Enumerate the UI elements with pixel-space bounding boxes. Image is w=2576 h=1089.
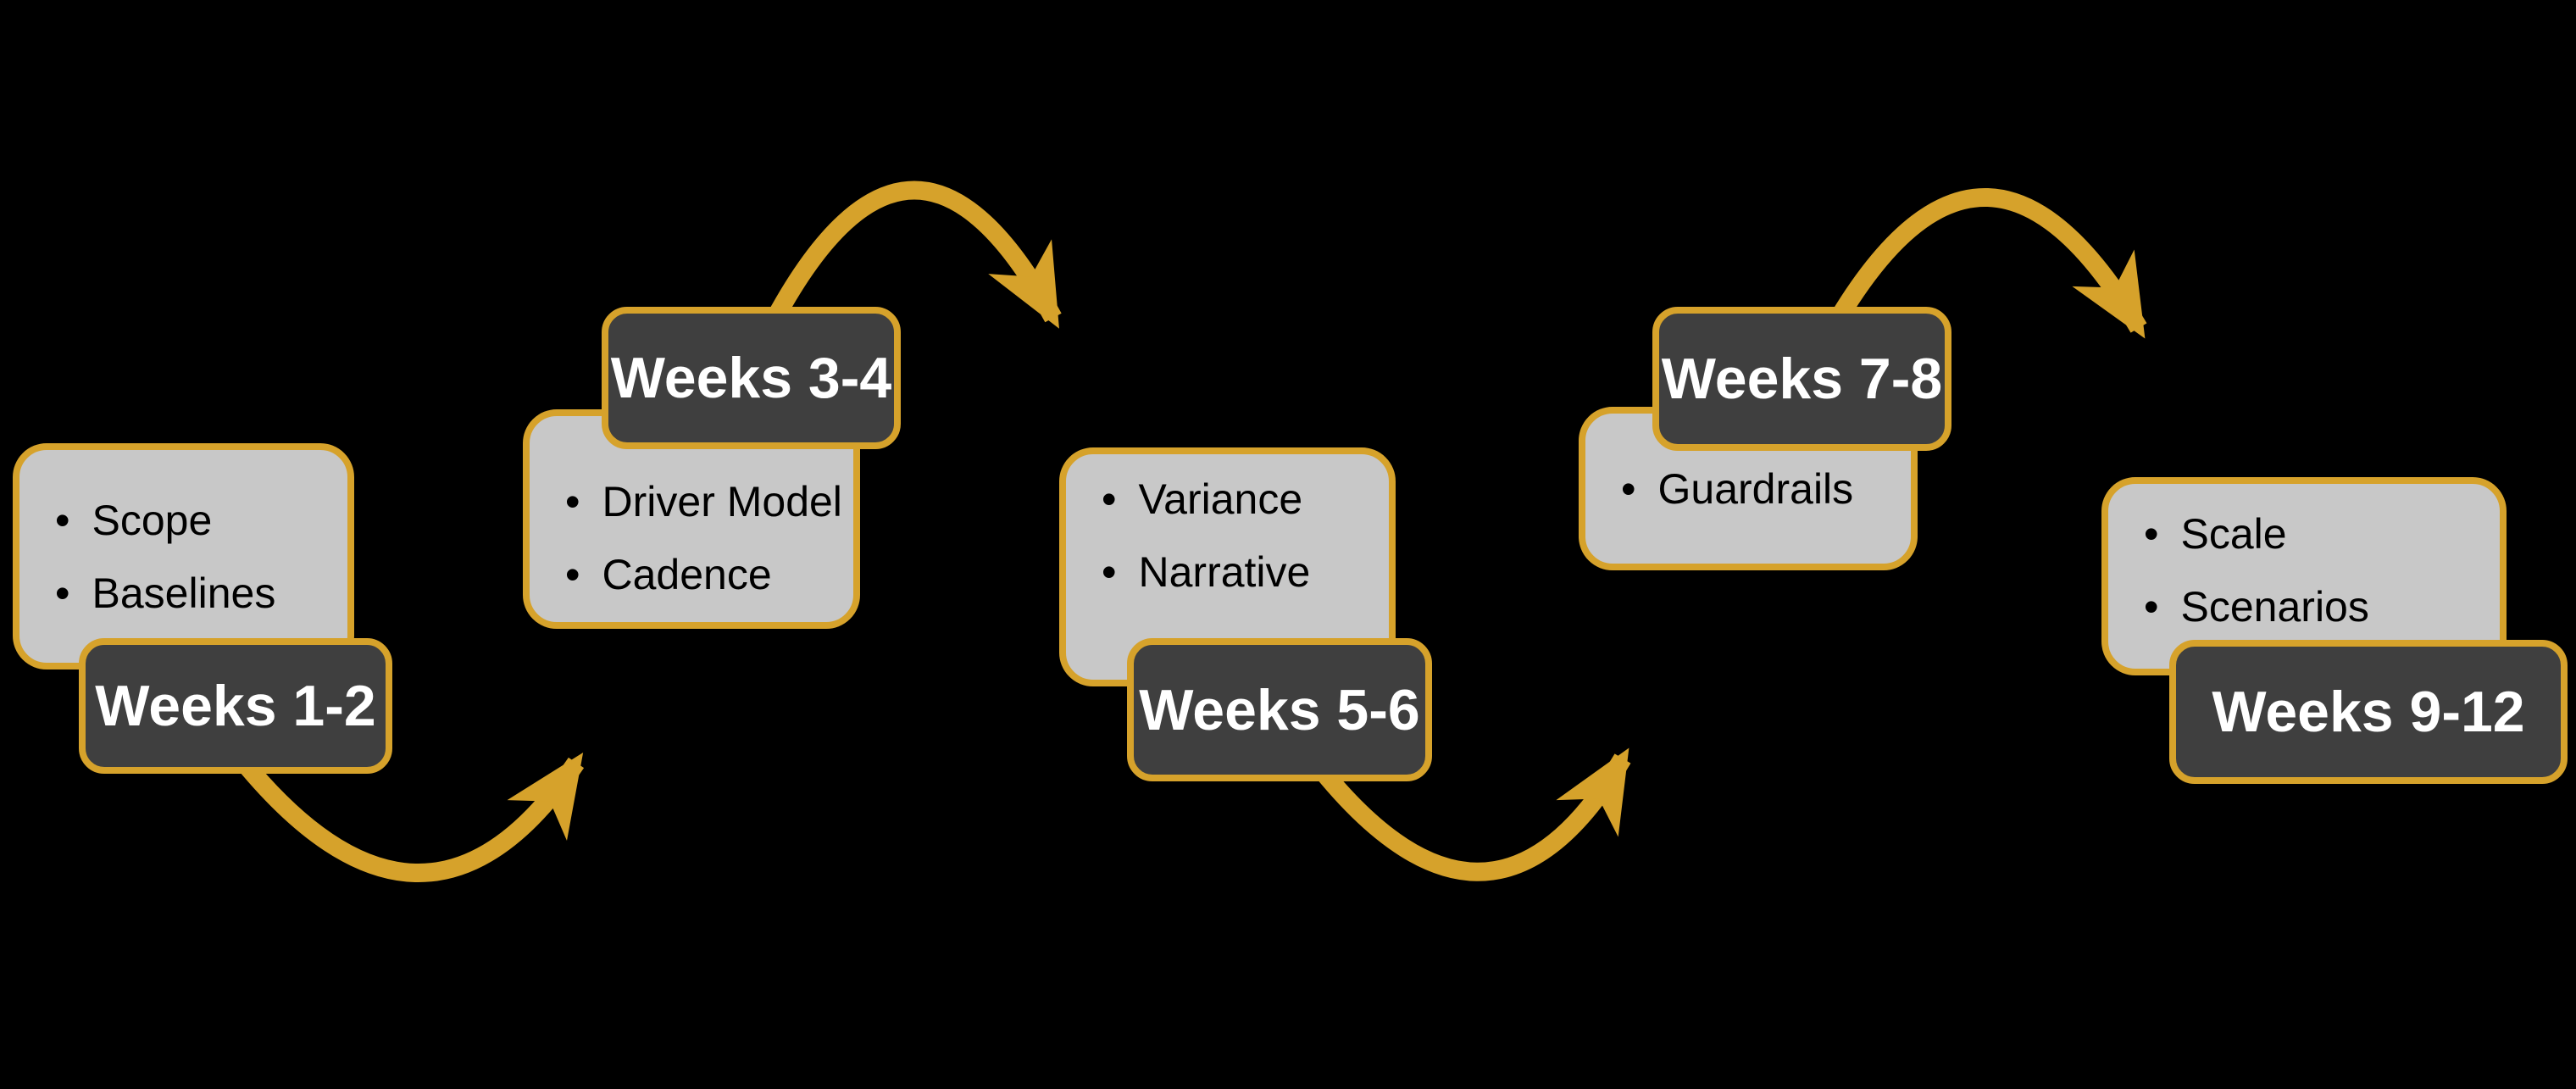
bullet-item: • Cadence: [565, 538, 845, 611]
bullet-item: • Scope: [55, 484, 339, 557]
stage-5-bullet-list: • Scale • Scenarios: [2108, 484, 2500, 643]
stage-5-label-card: Weeks 9-12: [2169, 640, 2568, 784]
bullet-text: Variance: [1138, 475, 1303, 523]
connector-arc-2-to-3: [767, 181, 1062, 329]
bullet-dot: •: [2144, 510, 2159, 558]
connector-arc-3-to-4: [1302, 747, 1631, 881]
bullet-item: • Narrative: [1102, 536, 1380, 608]
stage-1-label-card: Weeks 1-2: [79, 638, 392, 774]
bullet-text: Scale: [2180, 510, 2287, 558]
bullet-item: • Guardrails: [1621, 453, 1902, 525]
stage-label: Weeks 1-2: [95, 674, 376, 738]
stage-label: Weeks 9-12: [2212, 680, 2525, 744]
stage-2-label-card: Weeks 3-4: [602, 307, 901, 449]
bullet-dot: •: [1102, 548, 1117, 596]
bullet-text: Scope: [92, 496, 213, 544]
bullet-dot: •: [1102, 475, 1117, 523]
connector-arc-1-to-2: [230, 748, 585, 882]
bullet-text: Cadence: [602, 551, 772, 598]
bullet-text: Scenarios: [2180, 583, 2369, 631]
bullet-dot: •: [2144, 583, 2159, 631]
stage-label: Weeks 7-8: [1661, 347, 1943, 411]
stage-1-bullet-list: • Scope • Baselines: [19, 484, 347, 630]
bullet-dot: •: [565, 551, 580, 598]
stage-3-bullet-list: • Variance • Narrative: [1066, 454, 1389, 608]
connector-arc-4-to-5: [1830, 188, 2147, 339]
bullet-item: • Scale: [2144, 497, 2491, 570]
stage-1-content-card: • Scope • Baselines: [13, 443, 354, 670]
bullet-text: Narrative: [1138, 548, 1311, 596]
stage-3-label-card: Weeks 5-6: [1127, 638, 1432, 781]
bullet-item: • Scenarios: [2144, 570, 2491, 643]
bullet-dot: •: [565, 478, 580, 525]
bullet-item: • Variance: [1102, 463, 1380, 536]
bullet-text: Guardrails: [1657, 464, 1854, 513]
stage-label: Weeks 5-6: [1139, 677, 1420, 742]
bullet-dot: •: [55, 496, 70, 544]
bullet-item: • Baselines: [55, 557, 339, 630]
stage-label: Weeks 3-4: [610, 346, 892, 410]
stage-4-label-card: Weeks 7-8: [1652, 307, 1951, 451]
stage-2-bullet-list: • Driver Model • Cadence: [530, 416, 853, 611]
bullet-text: Baselines: [92, 569, 276, 617]
bullet-dot: •: [1621, 464, 1636, 513]
stage-4-bullet-list: • Guardrails: [1585, 453, 1911, 525]
bullet-text: Driver Model: [602, 478, 842, 525]
bullet-dot: •: [55, 569, 70, 617]
bullet-item: • Driver Model: [565, 465, 845, 538]
